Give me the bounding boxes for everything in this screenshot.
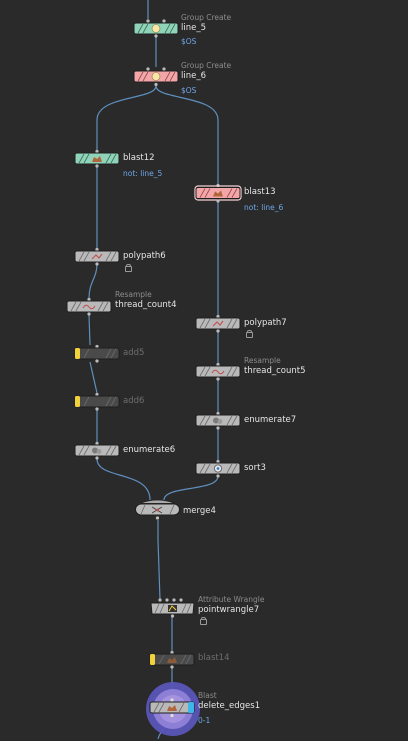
wire xyxy=(88,263,98,299)
node-name-label[interactable]: line_5 xyxy=(181,23,206,33)
node-name-label[interactable]: blast14 xyxy=(198,653,230,663)
node-thread-count4[interactable] xyxy=(66,297,112,316)
node-line-5[interactable] xyxy=(133,19,179,38)
node-name-label[interactable]: add5 xyxy=(123,348,145,358)
wire xyxy=(89,361,98,394)
node-name-label[interactable]: add6 xyxy=(123,396,145,406)
node-name-label[interactable]: blast13 xyxy=(244,187,276,197)
node-name-label[interactable]: enumerate6 xyxy=(123,445,176,455)
node-name-label[interactable]: polypath6 xyxy=(123,251,166,261)
node-name-label[interactable]: thread_count4 xyxy=(115,300,177,310)
node-enumerate7[interactable] xyxy=(195,411,241,430)
node-type-label: Attribute Wrangle xyxy=(198,595,265,604)
node-add5[interactable] xyxy=(74,344,120,363)
node-comment: 0-1 xyxy=(198,716,211,725)
node-name-label[interactable]: sort3 xyxy=(244,463,266,473)
node-name-label[interactable]: pointwrangle7 xyxy=(198,605,260,615)
node-comment: not: line_5 xyxy=(123,169,163,178)
wire xyxy=(88,314,91,346)
node-comment: $OS xyxy=(181,86,197,95)
wire xyxy=(96,458,151,501)
node-name-label[interactable]: line_6 xyxy=(181,71,206,81)
lock-icon xyxy=(125,264,132,272)
wire xyxy=(157,520,161,601)
node-thread-count5[interactable] xyxy=(195,362,241,381)
node-enumerate6[interactable] xyxy=(74,441,120,460)
node-type-label: Blast xyxy=(198,691,217,700)
node-name-label[interactable]: polypath7 xyxy=(244,318,287,328)
node-blast12[interactable] xyxy=(74,149,120,168)
wire xyxy=(163,475,219,501)
node-polypath7[interactable] xyxy=(195,314,241,333)
node-line-6[interactable] xyxy=(133,67,179,87)
node-add6[interactable] xyxy=(74,392,120,411)
node-sort3[interactable] xyxy=(195,459,241,478)
node-type-label: Resample xyxy=(115,290,152,299)
node-name-label[interactable]: delete_edges1 xyxy=(198,701,261,711)
node-name-label[interactable]: merge4 xyxy=(183,506,216,516)
node-name-label[interactable]: blast12 xyxy=(123,153,155,163)
wire xyxy=(155,85,219,184)
node-polypath6[interactable] xyxy=(74,247,120,266)
lock-icon xyxy=(200,617,207,625)
node-comment: not: line_6 xyxy=(244,203,284,212)
node-name-label[interactable]: enumerate7 xyxy=(244,415,297,425)
node-type-label: Group Create xyxy=(181,61,232,70)
node-merge4[interactable] xyxy=(135,498,180,520)
node-type-label: Resample xyxy=(244,356,281,365)
node-blast13[interactable] xyxy=(194,183,242,203)
wire xyxy=(96,85,157,150)
node-name-label[interactable]: thread_count5 xyxy=(244,366,306,376)
node-delete-edges1[interactable] xyxy=(145,681,201,737)
node-type-label: Group Create xyxy=(181,13,232,22)
node-pointwrangle7[interactable] xyxy=(150,597,195,618)
node-blast14[interactable] xyxy=(149,650,195,669)
node-comment: $OS xyxy=(181,37,197,46)
lock-icon xyxy=(246,330,253,338)
